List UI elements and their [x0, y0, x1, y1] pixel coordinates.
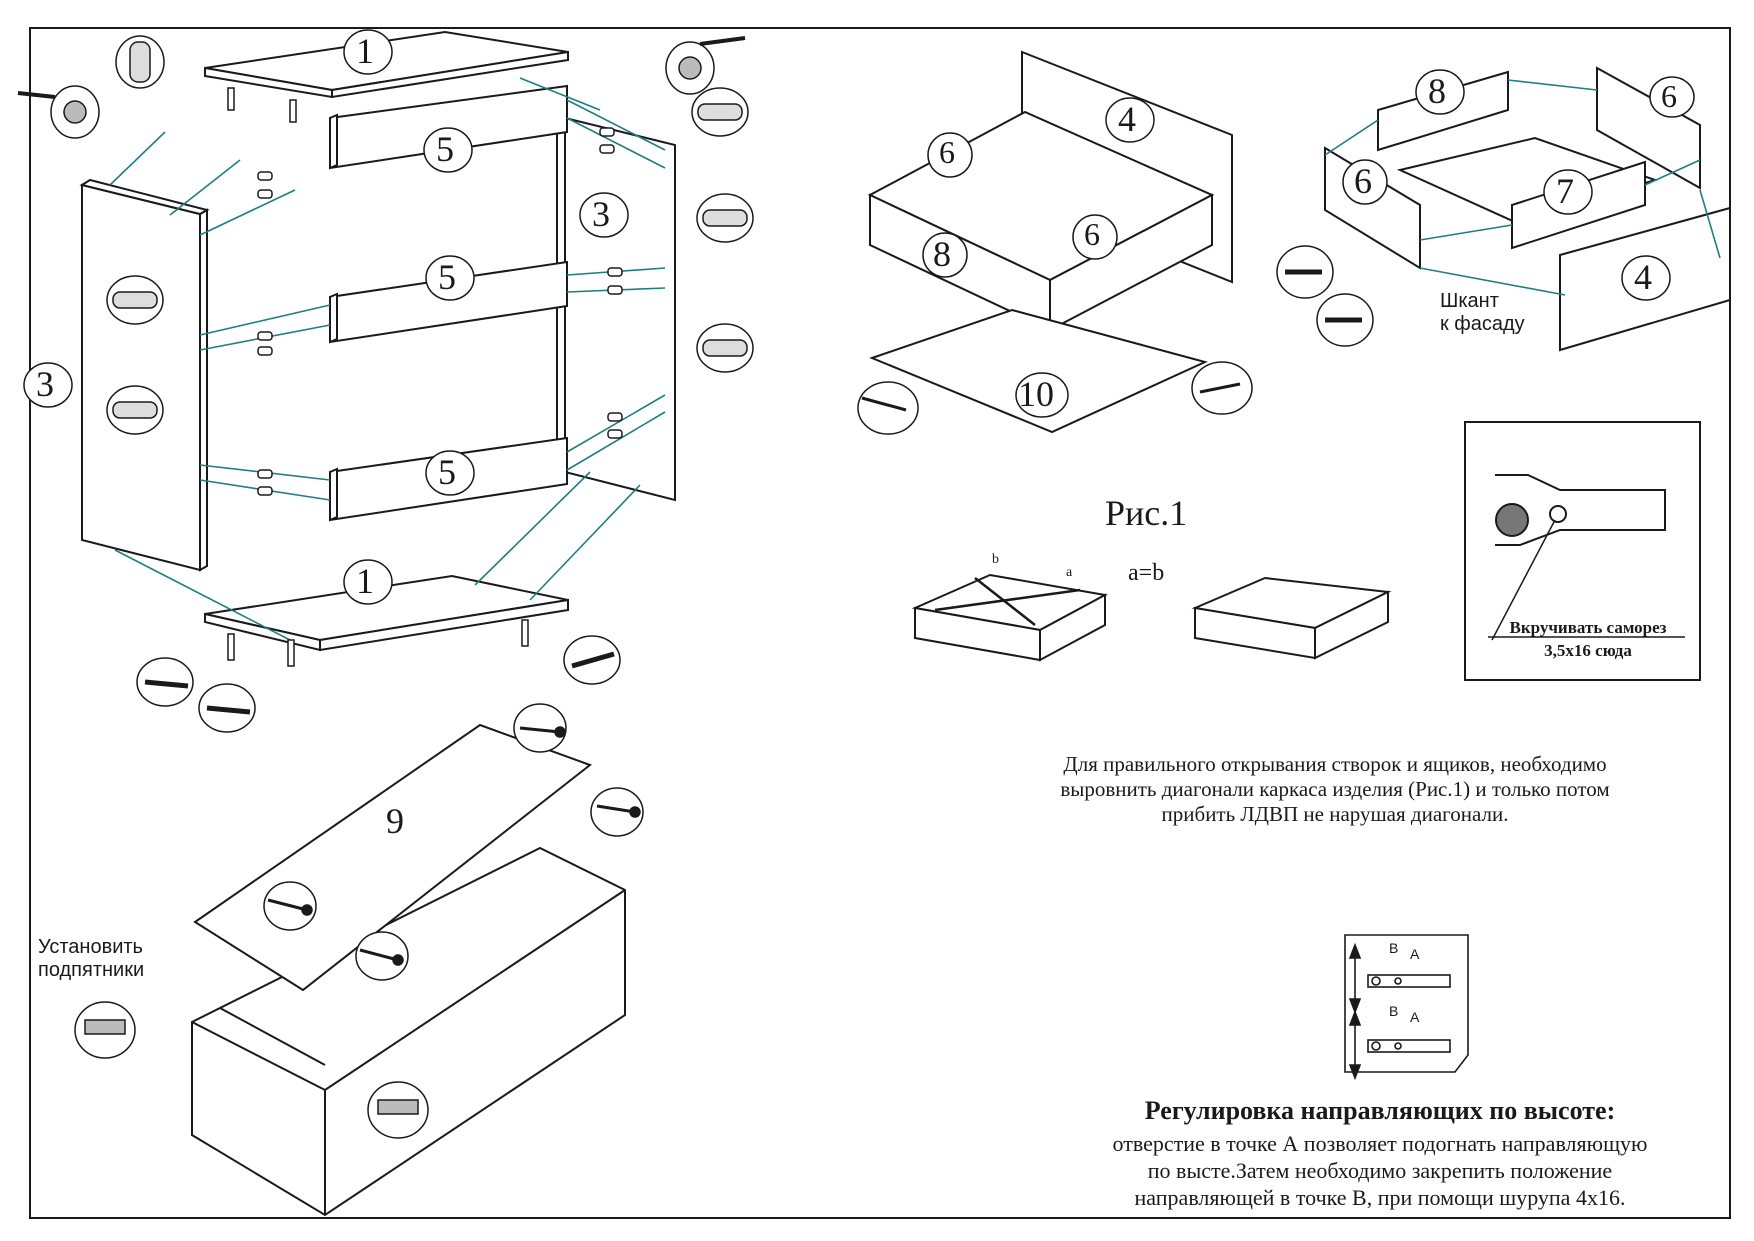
assembly-guides	[109, 77, 666, 641]
part-7-label: 7	[1556, 171, 1574, 211]
part-6-label-b: 6	[1084, 216, 1100, 252]
diagonal-note-line2: выровнить диагонали каркаса изделия (Рис…	[1060, 777, 1610, 801]
nail-icon	[857, 381, 919, 435]
dowel-icon	[696, 193, 754, 243]
rail-point-a-bottom: A	[1410, 1009, 1420, 1025]
part-5-bottom-label: 5	[438, 452, 456, 492]
part-4-label: 4	[1118, 99, 1136, 139]
part-8-label: 8	[933, 234, 951, 274]
nail-icon	[590, 787, 644, 837]
part-8-exploded-label: 8	[1428, 71, 1446, 111]
part-9-label: 9	[386, 801, 404, 841]
screw-icon	[198, 683, 256, 733]
install-feet-line1: Установить	[38, 936, 143, 958]
part-6-exploded-left-label: 6	[1354, 161, 1372, 201]
screw-icon	[563, 635, 621, 685]
part-6-exploded-right-label: 6	[1661, 78, 1677, 114]
diagonal-label-b: b	[992, 552, 999, 567]
carcass-lying	[191, 846, 626, 1217]
rail-adjust-title: Регулировка направляющих по высоте:	[1144, 1096, 1616, 1125]
drawer-exploded-callouts	[1276, 245, 1374, 347]
back-panel-callouts	[74, 703, 644, 1139]
nail-icon	[1191, 361, 1253, 415]
dowel-icon	[115, 35, 165, 89]
nail-icon	[263, 881, 317, 931]
diagonal-label-a: a	[1066, 565, 1073, 580]
drawer-exploded-guides	[1324, 79, 1721, 296]
dowel-to-front-line2: к фасаду	[1440, 313, 1525, 335]
diagonal-figure	[911, 573, 1392, 662]
dowel-to-front-line1: Шкант	[1440, 290, 1499, 312]
rail-adjust-line3: направляющей в точке В, при помощи шуруп…	[1134, 1185, 1626, 1210]
drawer-exploded-part-labels	[1342, 69, 1695, 301]
rail-point-b-top: B	[1389, 940, 1399, 956]
sheet-frame	[29, 27, 1731, 1219]
carcass-fittings	[227, 87, 623, 667]
furniture-foot-icon	[74, 1001, 136, 1059]
drawer-bottom-10	[869, 308, 1208, 434]
fig1-title: Рис.1	[1105, 493, 1188, 533]
diagonal-note-line3: прибить ЛДВП не нарушая диагонали.	[1161, 802, 1509, 826]
dowel-icon	[696, 323, 754, 373]
rail-point-b-bottom: B	[1389, 1003, 1399, 1019]
install-feet-line2: подпятники	[38, 959, 145, 981]
a-equals-b: a=b	[1128, 560, 1165, 586]
dowel-icon	[106, 275, 164, 325]
panel-3-left	[81, 183, 201, 572]
rail-screw-detail	[1464, 421, 1701, 681]
part-10-label: 10	[1018, 374, 1054, 414]
part-6-label: 6	[939, 134, 955, 170]
screw-icon	[1316, 293, 1374, 347]
back-panel-assembly	[191, 723, 626, 1217]
part-3-right-label: 3	[592, 194, 610, 234]
drawer-part-labels	[922, 97, 1155, 418]
rail-adjust-line1: отверстие в точке А позволяет подогнать …	[1112, 1131, 1648, 1156]
rail-adjust-line2: по высте.Затем необходимо закрепить поло…	[1147, 1158, 1613, 1183]
nail-icon	[355, 931, 409, 981]
rail-point-a-top: A	[1410, 946, 1420, 962]
part-1-bottom-label: 1	[356, 561, 374, 601]
screw-icon	[136, 657, 194, 707]
diagonal-note-line1: Для правильного открывания створок и ящи…	[1063, 752, 1607, 776]
part-3-left-label: 3	[36, 364, 54, 404]
screw-callout-line1: Вкручивать саморез	[1509, 618, 1667, 637]
dowel-icon	[106, 385, 164, 435]
part-4-exploded-label: 4	[1634, 257, 1652, 297]
carcass-callouts	[17, 35, 754, 733]
cam-lock-icon	[665, 36, 746, 95]
screw-callout-line2: 3,5х16 сюда	[1544, 641, 1632, 660]
drawer-callouts	[857, 361, 1253, 435]
rail-height-detail	[1344, 934, 1469, 1081]
furniture-foot-icon	[367, 1081, 429, 1139]
cam-lock-icon	[17, 85, 100, 139]
carcass-exploded-view	[79, 30, 676, 652]
screw-icon	[1276, 245, 1334, 299]
drawer-rail-icon	[1495, 503, 1529, 537]
nail-icon	[513, 703, 567, 753]
part-5-middle-label: 5	[438, 257, 456, 297]
part-5-top-label: 5	[436, 129, 454, 169]
dowel-icon	[691, 87, 749, 137]
part-1-top-label: 1	[356, 31, 374, 71]
